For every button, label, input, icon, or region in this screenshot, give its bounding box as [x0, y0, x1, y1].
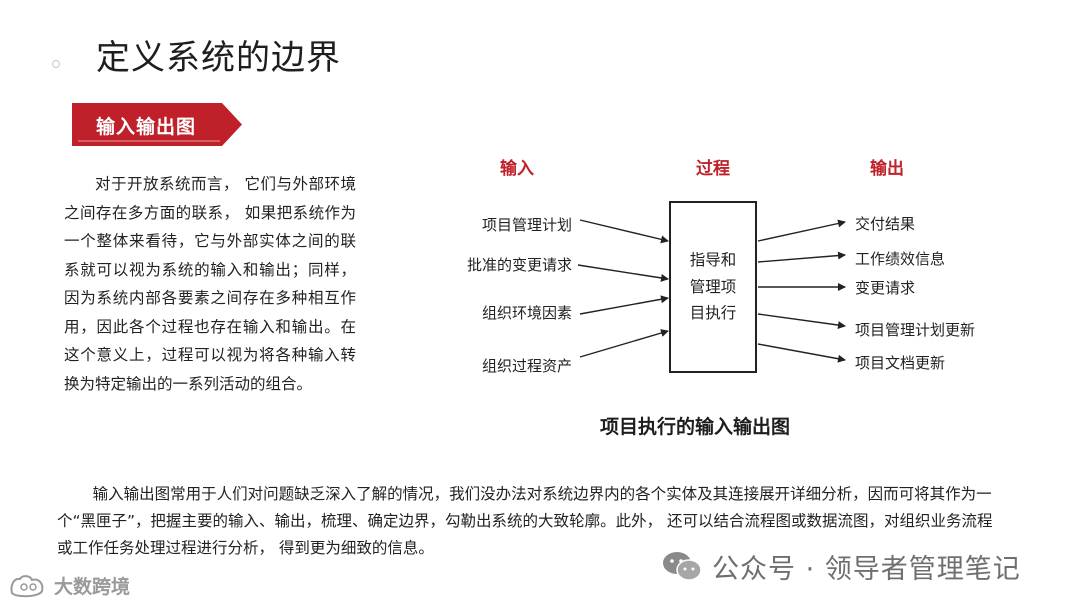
process-text: 指导和 管理项 目执行 — [671, 247, 755, 327]
arrow-input-2 — [577, 264, 669, 282]
arrow-input-4 — [579, 329, 669, 358]
process-line: 目执行 — [689, 304, 737, 322]
arrow-output-5 — [757, 343, 846, 363]
output-label: 变更请求 — [855, 279, 916, 297]
process-box: 指导和 管理项 目执行 — [669, 201, 757, 373]
watermark: 公众号 · 领导者管理笔记 — [662, 546, 1021, 586]
input-label: 组织环境因素 — [481, 304, 572, 322]
diagram-arrows — [577, 219, 846, 363]
intro-paragraph: 对于开放系统而言， 它们与外部环境之间存在多方面的联系， 如果把系统作为一个整体… — [64, 175, 356, 393]
arrow-output-1 — [757, 219, 846, 242]
watermark-text: 公众号 · 领导者管理笔记 — [712, 553, 1021, 585]
diagram-caption: 项目执行的输入输出图 — [600, 416, 791, 438]
output-label: 工作绩效信息 — [855, 250, 946, 268]
heading-process: 过程 — [696, 159, 730, 179]
section-tag: 输入输出图 — [72, 103, 242, 146]
output-label: 项目文档更新 — [855, 354, 946, 372]
arrow-input-1 — [579, 219, 669, 244]
brand-logo-icon — [8, 573, 48, 599]
arrow-input-3 — [579, 295, 669, 315]
wechat-icon — [662, 550, 702, 582]
bottom-paragraph: 输入输出图常用于人们对问题缺乏深入了解的情况，我们没办法对系统边界内的各个实体及… — [57, 485, 993, 557]
corner-logo-text: 大数跨境 — [54, 576, 131, 598]
section-tag-label: 输入输出图 — [96, 116, 197, 138]
process-line: 管理项 — [689, 277, 737, 296]
io-diagram: 输入 过程 输出 项目管理计划 批准的变更请求 组织环境因素 组织过程资产 指导… — [440, 140, 1020, 450]
title-bullet-icon — [52, 60, 60, 68]
ribbon-arrow-icon — [72, 103, 242, 146]
arrow-output-2 — [757, 251, 846, 263]
output-label: 项目管理计划更新 — [855, 321, 976, 339]
process-line: 指导和 — [689, 251, 737, 269]
heading-output: 输出 — [870, 159, 904, 179]
heading-input: 输入 — [500, 159, 534, 179]
input-label: 组织过程资产 — [481, 357, 572, 375]
output-label: 交付结果 — [855, 215, 916, 233]
input-label: 项目管理计划 — [481, 216, 572, 234]
arrow-output-4 — [757, 313, 846, 330]
corner-logo: 大数跨境 — [8, 572, 130, 599]
page-title: 定义系统的边界 — [96, 38, 341, 78]
input-label: 批准的变更请求 — [466, 256, 572, 274]
